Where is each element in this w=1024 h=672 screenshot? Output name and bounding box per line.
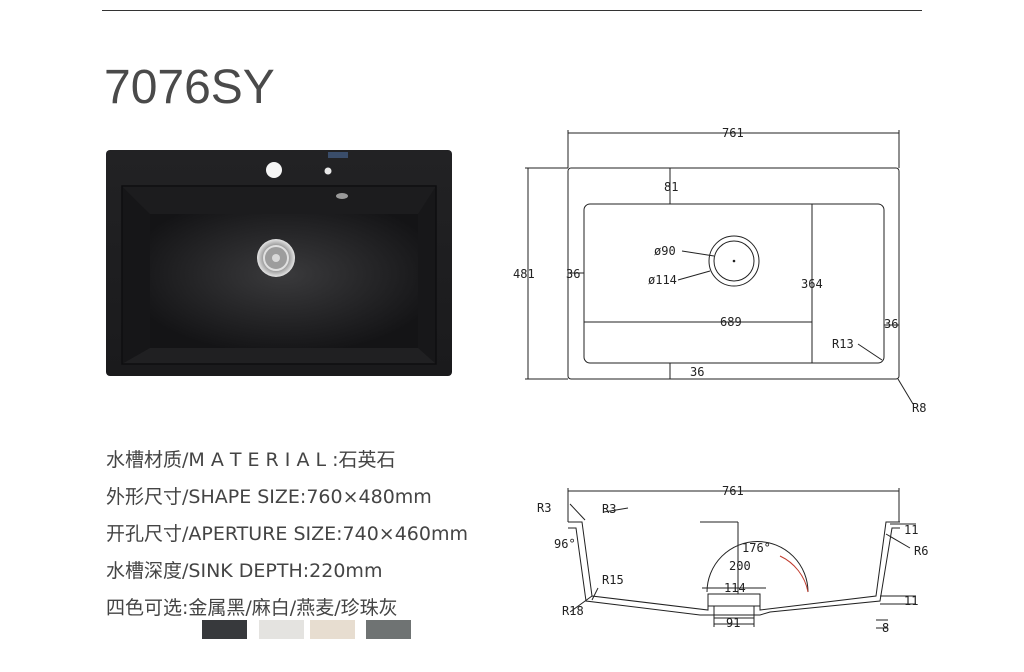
spec-shape-size: 外形尺寸/SHAPE SIZE:760×480mm xyxy=(106,482,432,509)
spec-aperture-size-value: 740×460mm xyxy=(342,523,468,545)
spec-material-value: 石英石 xyxy=(338,449,396,471)
bowl-width-label: 689 xyxy=(720,315,742,329)
right-margin-label: 36 xyxy=(884,317,898,331)
section-width-label: 761 xyxy=(722,484,744,498)
spec-colors-value: 金属黑/麻白/燕麦/珍珠灰 xyxy=(188,597,398,619)
depth-label: 200 xyxy=(729,559,751,573)
top-width-label: 761 xyxy=(722,126,744,140)
spec-aperture-size: 开孔尺寸/APERTURE SIZE:740×460mm xyxy=(106,519,468,546)
color-swatch-black[interactable] xyxy=(202,620,247,639)
drain-outer-label: ø114 xyxy=(648,273,677,287)
spec-aperture-size-label: 开孔尺寸/APERTURE SIZE: xyxy=(106,523,343,545)
spec-sink-depth: 水槽深度/SINK DEPTH:220mm xyxy=(106,556,382,583)
floor-thickness-label: 11 xyxy=(904,594,918,608)
floor-angle-label: 176° xyxy=(742,541,771,555)
color-swatch-oat[interactable] xyxy=(310,620,355,639)
spec-colors-label: 四色可选: xyxy=(106,597,189,619)
spec-shape-size-label: 外形尺寸/SHAPE SIZE: xyxy=(106,486,307,508)
spec-sink-depth-value: 220mm xyxy=(309,560,383,582)
spec-shape-size-value: 760×480mm xyxy=(306,486,432,508)
spec-colors: 四色可选:金属黑/麻白/燕麦/珍珠灰 xyxy=(106,593,398,620)
top-margin-label: 81 xyxy=(664,180,678,194)
bottom-gap-label: 8 xyxy=(882,621,889,635)
inner-radius-label: R13 xyxy=(832,337,854,351)
wall-angle-label: 96° xyxy=(554,537,576,551)
top-height-label: 481 xyxy=(513,267,535,281)
rim-thickness-label: 11 xyxy=(904,523,918,537)
outer-radius-label: R8 xyxy=(912,401,926,415)
drain-bottom-label: 91 xyxy=(726,616,740,630)
model-title: 7076SY xyxy=(104,61,275,114)
right-radius-label: R6 xyxy=(914,544,928,558)
top-view-drawing: 761 481 81 36 ø90 ø114 364 689 36 R13 36… xyxy=(513,126,926,415)
drain-width-label: 114 xyxy=(724,581,746,595)
radius-inner-label: R3 xyxy=(602,502,616,516)
bottom-margin-label: 36 xyxy=(690,365,704,379)
drain-inner-label: ø90 xyxy=(654,244,676,258)
left-margin-label: 36 xyxy=(566,267,580,281)
color-swatch-white[interactable] xyxy=(259,620,304,639)
sink-product-photo xyxy=(106,150,452,376)
spec-sink-depth-label: 水槽深度/SINK DEPTH: xyxy=(106,560,310,582)
radius-bottom-inner-label: R15 xyxy=(602,573,624,587)
color-swatch-grey[interactable] xyxy=(366,620,411,639)
top-divider xyxy=(102,10,922,11)
bowl-depth-label: 364 xyxy=(801,277,823,291)
spec-material: 水槽材质/M A T E R I A L :石英石 xyxy=(106,445,396,472)
radius-outer-label: R3 xyxy=(537,501,551,515)
radius-bottom-outer-label: R18 xyxy=(562,604,584,618)
spec-material-label: 水槽材质/M A T E R I A L : xyxy=(106,449,339,471)
section-view-drawing: 761 R3 R3 96° 176° 200 114 91 R15 R18 11… xyxy=(537,484,928,635)
